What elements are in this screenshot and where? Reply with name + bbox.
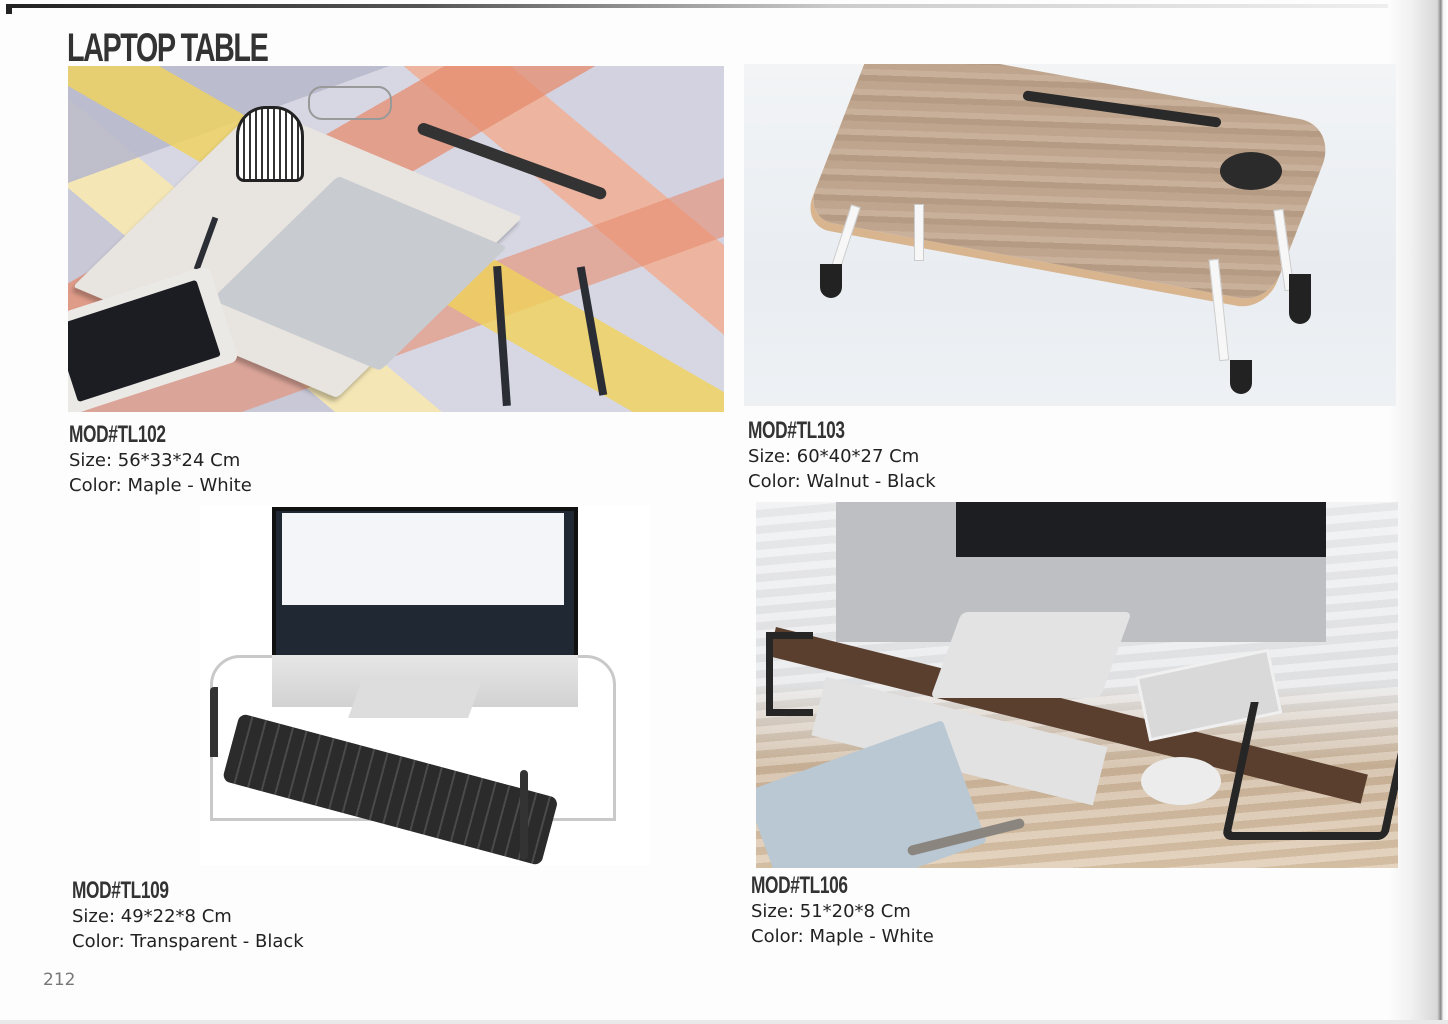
color-spec: Color: Transparent - Black [72, 931, 304, 952]
cup-holder [1220, 152, 1282, 190]
product-photo-tl102 [68, 66, 724, 412]
color-spec: Color: Maple - White [69, 475, 252, 496]
page-corner-mark [6, 4, 12, 14]
size-spec: Size: 60*40*27 Cm [748, 446, 920, 467]
mug-image [236, 106, 304, 182]
shelf-leg [766, 632, 813, 716]
product-caption-tl102: MOD#TL102 Size: 56*33*24 Cm Color: Maple… [69, 422, 252, 498]
shelf-leg [1221, 702, 1398, 840]
model-number: MOD#TL103 [748, 417, 845, 444]
product-caption-tl103: MOD#TL103 Size: 60*40*27 Cm Color: Walnu… [748, 418, 936, 494]
model-number: MOD#TL102 [69, 421, 166, 448]
size-spec: Size: 56*33*24 Cm [69, 450, 241, 471]
monitor-stand [348, 680, 482, 718]
leg-foot [1289, 274, 1311, 324]
leg-foot [820, 264, 842, 298]
monitor-image [272, 507, 578, 661]
tray-leg [493, 265, 511, 407]
monitor-screen [282, 513, 564, 605]
tray-leg [576, 266, 608, 396]
monitor-screen [956, 502, 1326, 557]
tablet-screen [68, 279, 221, 403]
riser-edge [210, 687, 218, 757]
page-binding-shadow [1388, 0, 1448, 1024]
page-number: 212 [43, 970, 76, 990]
size-spec: Size: 49*22*8 Cm [72, 906, 232, 927]
scan-top-edge [8, 4, 1388, 8]
monitor-stand [930, 612, 1132, 698]
page-title: LAPTOP TABLE [67, 26, 269, 70]
product-caption-tl106: MOD#TL106 Size: 51*20*8 Cm Color: Maple … [751, 873, 934, 949]
product-photo-tl109 [200, 505, 650, 865]
riser-edge [520, 770, 528, 860]
color-spec: Color: Walnut - Black [748, 471, 936, 492]
model-number: MOD#TL106 [751, 872, 848, 899]
leg-foot [1230, 360, 1252, 394]
glasses-image [308, 86, 392, 120]
table-leg [914, 204, 924, 261]
color-spec: Color: Maple - White [751, 926, 934, 947]
product-photo-tl103 [744, 64, 1396, 406]
scan-bottom-edge [0, 1020, 1448, 1024]
size-spec: Size: 51*20*8 Cm [751, 901, 911, 922]
product-photo-tl106 [756, 502, 1398, 868]
product-caption-tl109: MOD#TL109 Size: 49*22*8 Cm Color: Transp… [72, 878, 304, 954]
model-number: MOD#TL109 [72, 877, 169, 904]
mouse-image [1141, 757, 1221, 805]
